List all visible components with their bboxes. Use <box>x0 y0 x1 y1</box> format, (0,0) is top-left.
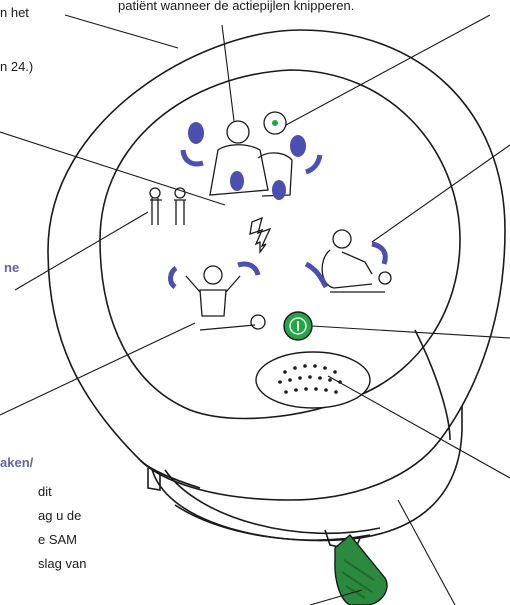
top-caption: patiënt wanneer de actiepijlen knipperen… <box>118 0 355 13</box>
green-pull-handle[interactable] <box>334 533 388 605</box>
left-bottom-2: ag u de <box>38 508 82 523</box>
left-fragment-1: n het <box>0 5 29 20</box>
left-bottom-3: e SAM <box>38 532 78 547</box>
speaker-grille <box>255 351 371 409</box>
left-fragment-2: n 24.) <box>0 59 34 74</box>
left-bottom-1: dit <box>38 484 52 499</box>
shock-button[interactable] <box>283 311 313 341</box>
left-bottom-4: slag van <box>38 556 87 571</box>
device-body <box>47 29 506 551</box>
left-blue-fragment-1: ne <box>4 260 20 275</box>
pictograms <box>149 111 392 331</box>
left-blue-fragment-2: aken/ <box>0 455 34 470</box>
leader-lines <box>0 14 510 605</box>
